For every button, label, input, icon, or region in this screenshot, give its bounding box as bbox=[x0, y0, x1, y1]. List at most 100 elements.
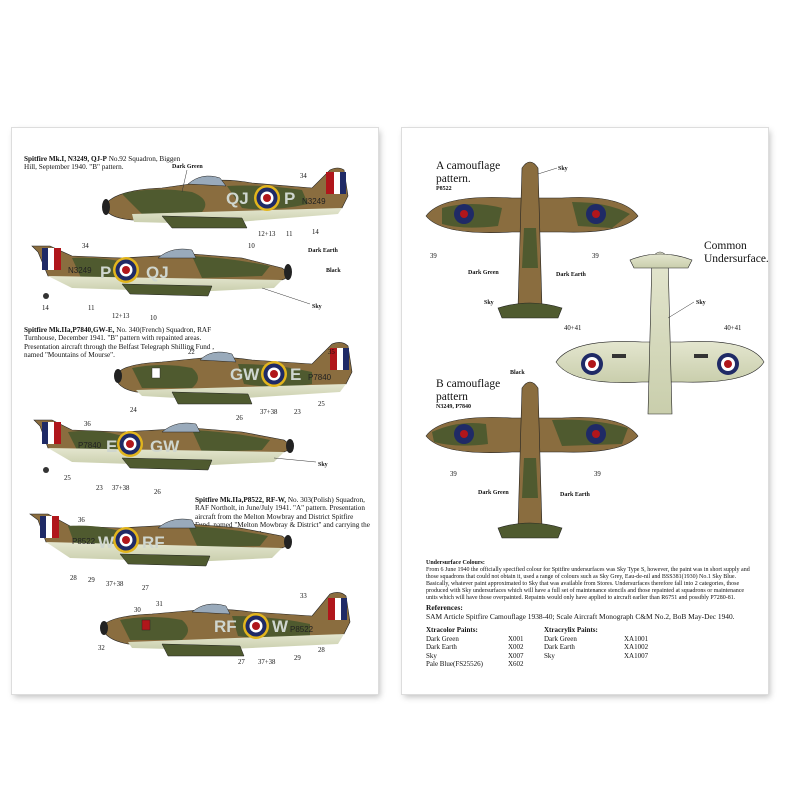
xtracolor-heading: Xtracolor Paints: bbox=[426, 626, 478, 634]
callout-37-38-d: 37+38 bbox=[258, 659, 276, 666]
callout-22: 22 bbox=[188, 349, 195, 356]
callout-33: 33 bbox=[300, 593, 307, 600]
references-text: SAM Article Spitfire Camouflage 1938-40;… bbox=[426, 612, 735, 621]
xtracrylix-heading: Xtracrylix Paints: bbox=[544, 626, 598, 634]
aircraft-2b-canopy bbox=[161, 422, 201, 433]
callout-39-b: 39 bbox=[592, 253, 599, 260]
callout-11: 11 bbox=[286, 231, 293, 238]
callout-sky: Sky bbox=[312, 304, 322, 310]
callout-12-13: 12+13 bbox=[258, 231, 276, 238]
callout-29: 29 bbox=[88, 577, 95, 584]
aircraft-1b-tailwheel bbox=[43, 293, 49, 299]
aircraft-1b-roundel-red bbox=[122, 266, 130, 274]
references-block: References: SAM Article Spitfire Camoufl… bbox=[426, 603, 756, 621]
callout-black-b: Black bbox=[510, 370, 525, 376]
callout-24: 24 bbox=[130, 407, 137, 414]
callout-dark-earth-b: Dark Earth bbox=[560, 492, 590, 498]
paint-row: Pale Blue(FS25526)X602 bbox=[426, 660, 524, 669]
callout-34: 34 bbox=[300, 173, 307, 180]
undersurface-tailplane bbox=[629, 253, 693, 269]
aircraft-1-profile-a: QJ P N3249 Dark Green 34 10 12+13 11 14 … bbox=[102, 164, 349, 254]
callout-sky-2: Sky bbox=[318, 462, 328, 468]
aircraft-2-profile-a: GW E P7840 22 35 24 26 37+38 23 25 bbox=[114, 342, 353, 422]
callout-39-d: 39 bbox=[594, 471, 601, 478]
aircraft-1b-spinner bbox=[284, 264, 292, 280]
callout-36: 36 bbox=[84, 421, 91, 428]
callout-39-a: 39 bbox=[430, 253, 437, 260]
callout-39-c: 39 bbox=[450, 471, 457, 478]
callout-28: 28 bbox=[70, 575, 77, 582]
callout-sky-a: Sky bbox=[558, 166, 568, 172]
aircraft-1a-letter: P bbox=[284, 189, 295, 208]
aircraft-3-profile-b: W RF P8522 36 28 29 37+38 27 bbox=[29, 513, 292, 592]
callout-40-41-b: 40+41 bbox=[724, 325, 741, 332]
a-pattern-title: A camouflage pattern. bbox=[436, 160, 501, 185]
aircraft-2-caption: Spitfire Mk.IIa,P7840,GW-E, No. 340(Fren… bbox=[24, 326, 214, 360]
aircraft-1b-canopy bbox=[157, 248, 197, 259]
aircraft-1a-camo-green bbox=[122, 189, 206, 216]
aircraft-1b-letter: P bbox=[100, 263, 111, 282]
callout-23: 23 bbox=[294, 409, 301, 416]
callout-37-38: 37+38 bbox=[260, 409, 278, 416]
callout-25: 25 bbox=[318, 401, 325, 408]
callout-29-b: 29 bbox=[294, 655, 301, 662]
callout-26-b: 26 bbox=[154, 489, 161, 496]
aircraft-1b-wing bbox=[121, 283, 213, 297]
aircraft-1a-wing bbox=[161, 215, 248, 229]
callout-26: 26 bbox=[236, 415, 243, 422]
aircraft-3b-serial: P8522 bbox=[72, 537, 96, 546]
callout-black: Black bbox=[326, 268, 341, 274]
callout-30: 30 bbox=[134, 607, 141, 614]
aircraft-1-title: Spitfire Mk.I, N3249, QJ-P bbox=[24, 155, 107, 163]
callout-25-b: 25 bbox=[64, 475, 71, 482]
b-pattern-fuselage bbox=[517, 381, 543, 529]
b-pattern-serial: N3249, P7840 bbox=[436, 404, 471, 410]
callout-23-b: 23 bbox=[96, 485, 103, 492]
callout-31: 31 bbox=[156, 601, 163, 608]
aircraft-2b-letter: E bbox=[106, 437, 117, 456]
callout-37-38-b: 37+38 bbox=[112, 485, 130, 492]
callout-36-c: 36 bbox=[78, 517, 85, 524]
references-heading: References: bbox=[426, 603, 463, 612]
undersurface-notes: Undersurface Colours: From 6 June 1940 t… bbox=[426, 560, 756, 602]
callout-sky-a2: Sky bbox=[484, 300, 494, 306]
callout-10: 10 bbox=[248, 243, 255, 250]
aircraft-3-title: Spitfire Mk.IIa,P8522, RF-W, bbox=[195, 496, 287, 504]
undersurface-heading: Undersurface Colours: bbox=[426, 560, 485, 566]
aircraft-2a-letter: E bbox=[290, 365, 301, 384]
callout-dark-green: Dark Green bbox=[172, 164, 203, 170]
callout-37-38-c: 37+38 bbox=[106, 581, 124, 588]
callout-dark-green-b: Dark Green bbox=[478, 490, 509, 496]
aircraft-1-profile-b: P QJ N3249 34 14 11 12+13 10 Black Sky bbox=[31, 243, 341, 322]
aircraft-1a-fin-flash-white bbox=[334, 172, 340, 194]
aircraft-2a-canopy bbox=[199, 351, 237, 363]
aircraft-3a-canopy bbox=[191, 603, 231, 615]
undersurface-text: From 6 June 1940 the officially specifie… bbox=[426, 567, 750, 601]
callout-27-b: 27 bbox=[238, 659, 245, 666]
aircraft-1a-fin-flash-red bbox=[326, 172, 334, 194]
aircraft-3b-code: RF bbox=[142, 533, 165, 552]
aircraft-2a-serial: P7840 bbox=[308, 373, 332, 382]
aircraft-3b-letter: W bbox=[98, 533, 115, 552]
aircraft-1a-code: QJ bbox=[226, 189, 249, 208]
aircraft-3-profile-a: RF W P8522 31 30 33 32 27 37+38 29 28 bbox=[98, 592, 351, 666]
aircraft-2a-shield-badge bbox=[151, 367, 161, 379]
aircraft-1b-underside bbox=[48, 276, 282, 292]
left-decal-sheet: Spitfire Mk.I, N3249, QJ-P No.92 Squadro… bbox=[12, 128, 378, 694]
aircraft-2-description: No. 340(French) Squadron, RAF Turnhouse,… bbox=[24, 326, 214, 360]
callout-27: 27 bbox=[142, 585, 149, 592]
a-pattern-serial: P8522 bbox=[436, 186, 452, 192]
aircraft-1a-roundel-red bbox=[263, 194, 271, 202]
callout-dark-earth-a: Dark Earth bbox=[556, 272, 586, 278]
aircraft-3a-serial: P8522 bbox=[290, 625, 314, 634]
callout-14-b: 14 bbox=[42, 305, 49, 312]
aircraft-1b-serial: N3249 bbox=[68, 266, 92, 275]
aircraft-2-title: Spitfire Mk.IIa,P7840,GW-E, bbox=[24, 326, 115, 334]
